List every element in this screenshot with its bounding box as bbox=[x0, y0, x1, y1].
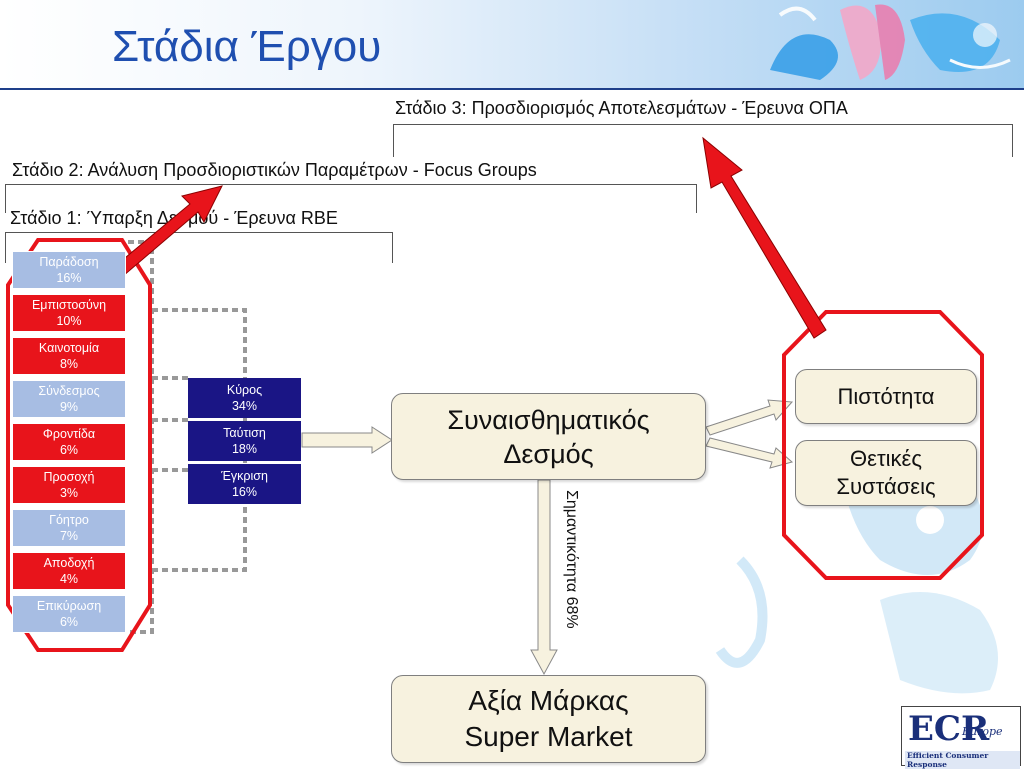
factor-box-acceptance: Αποδοχή 4% bbox=[12, 552, 126, 590]
page-title: Στάδια Έργου bbox=[112, 22, 382, 71]
header-banner: Στάδια Έργου bbox=[0, 0, 1024, 88]
brand-value-line2: Super Market bbox=[464, 721, 633, 752]
factor-label: Προσοχή bbox=[43, 470, 95, 484]
factor-box-care: Φροντίδα 6% bbox=[12, 423, 126, 461]
factor-value: 16% bbox=[56, 271, 82, 285]
group-label: Ταύτιση bbox=[223, 426, 266, 440]
factor-value: 6% bbox=[59, 615, 79, 629]
logo-main-text: ECR bbox=[908, 709, 990, 749]
ecr-europe-logo: ECR Europe Efficient Consumer Response bbox=[901, 706, 1021, 769]
factor-box-trust: Εμπιστοσύνη 10% bbox=[12, 294, 126, 332]
factor-box-innovation: Καινοτομία 8% bbox=[12, 337, 126, 375]
factor-label: Παράδοση bbox=[39, 255, 99, 269]
stage-3-bracket bbox=[393, 124, 1013, 157]
logo-sub-text: Europe bbox=[962, 725, 1003, 738]
group-label: Κύρος bbox=[226, 383, 263, 397]
factor-value: 3% bbox=[59, 486, 79, 500]
group-value: 34% bbox=[231, 399, 258, 413]
factor-box-prestige: Γόητρο 7% bbox=[12, 509, 126, 547]
decorative-pattern-icon bbox=[770, 4, 1011, 81]
group-value: 18% bbox=[231, 442, 258, 456]
factor-box-association: Σύνδεσμος 9% bbox=[12, 380, 126, 418]
importance-label: Σημαντικότητα 68% bbox=[563, 490, 580, 629]
factor-value: 4% bbox=[59, 572, 79, 586]
factor-label: Καινοτομία bbox=[38, 341, 100, 355]
red-arrow-to-stage3-icon bbox=[702, 136, 827, 339]
credibility-box: Πιστότητα bbox=[795, 369, 977, 424]
header-divider bbox=[0, 88, 1024, 90]
group-value: 16% bbox=[231, 485, 258, 499]
group-box-identification: Ταύτιση 18% bbox=[188, 421, 301, 461]
stage-1-bracket bbox=[5, 232, 393, 263]
brand-value-line1: Αξία Μάρκας bbox=[468, 685, 629, 716]
recommendations-line1: Θετικές bbox=[850, 446, 922, 471]
factor-label: Επικύρωση bbox=[36, 599, 102, 613]
group-label: Έγκριση bbox=[221, 469, 268, 483]
factor-box-tradition: Παράδοση 16% bbox=[12, 251, 126, 289]
group-box-approval: Έγκριση 16% bbox=[188, 464, 301, 504]
recommendations-line2: Συστάσεις bbox=[836, 474, 936, 499]
factor-label: Φροντίδα bbox=[42, 427, 96, 441]
emotional-bond-line1: Συναισθηματικός bbox=[447, 404, 650, 435]
stage-3-label: Στάδιο 3: Προσδιορισμός Αποτελεσμάτων - … bbox=[395, 98, 848, 118]
credibility-label: Πιστότητα bbox=[837, 383, 935, 409]
factor-label: Εμπιστοσύνη bbox=[31, 298, 107, 312]
group-box-prestige: Κύρος 34% bbox=[188, 378, 301, 418]
factor-label: Σύνδεσμος bbox=[38, 384, 100, 398]
brand-value-box: Αξία Μάρκας Super Market bbox=[391, 675, 706, 763]
emotional-bond-line2: Δεσμός bbox=[503, 438, 594, 469]
red-arrow-to-stage2-icon bbox=[107, 185, 223, 283]
factor-label: Αποδοχή bbox=[43, 556, 95, 570]
factor-value: 6% bbox=[59, 443, 79, 457]
factor-value: 9% bbox=[59, 400, 79, 414]
factor-value: 8% bbox=[59, 357, 79, 371]
emotional-bond-box: Συναισθηματικός Δεσμός bbox=[391, 393, 706, 480]
factor-value: 7% bbox=[59, 529, 79, 543]
factor-box-attention: Προσοχή 3% bbox=[12, 466, 126, 504]
factor-box-validation: Επικύρωση 6% bbox=[12, 595, 126, 633]
logo-tagline: Efficient Consumer Response bbox=[905, 751, 1020, 769]
factor-value: 10% bbox=[56, 314, 82, 328]
factor-label: Γόητρο bbox=[49, 513, 89, 527]
recommendations-box: Θετικές Συστάσεις bbox=[795, 440, 977, 506]
stage-2-label: Στάδιο 2: Ανάλυση Προσδιοριστικών Παραμέ… bbox=[12, 160, 537, 180]
stage-2-bracket bbox=[5, 184, 697, 213]
